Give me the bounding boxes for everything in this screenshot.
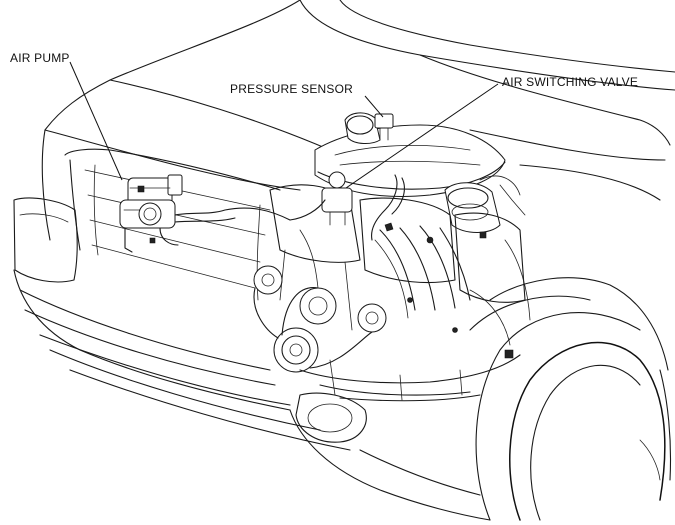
air-pump-label: AIR PUMP	[10, 51, 70, 65]
pressure-sensor-leader	[364, 95, 384, 118]
leader-lines	[69, 61, 499, 189]
air-pump-assembly	[119, 174, 291, 253]
air-switching-valve-leader	[345, 83, 499, 189]
engine-block	[253, 112, 531, 402]
air-switching-valve-label: AIR SWITCHING VALVE	[502, 75, 638, 89]
air-pump-leader	[69, 61, 123, 181]
pressure-sensor-label: PRESSURE SENSOR	[230, 82, 353, 96]
